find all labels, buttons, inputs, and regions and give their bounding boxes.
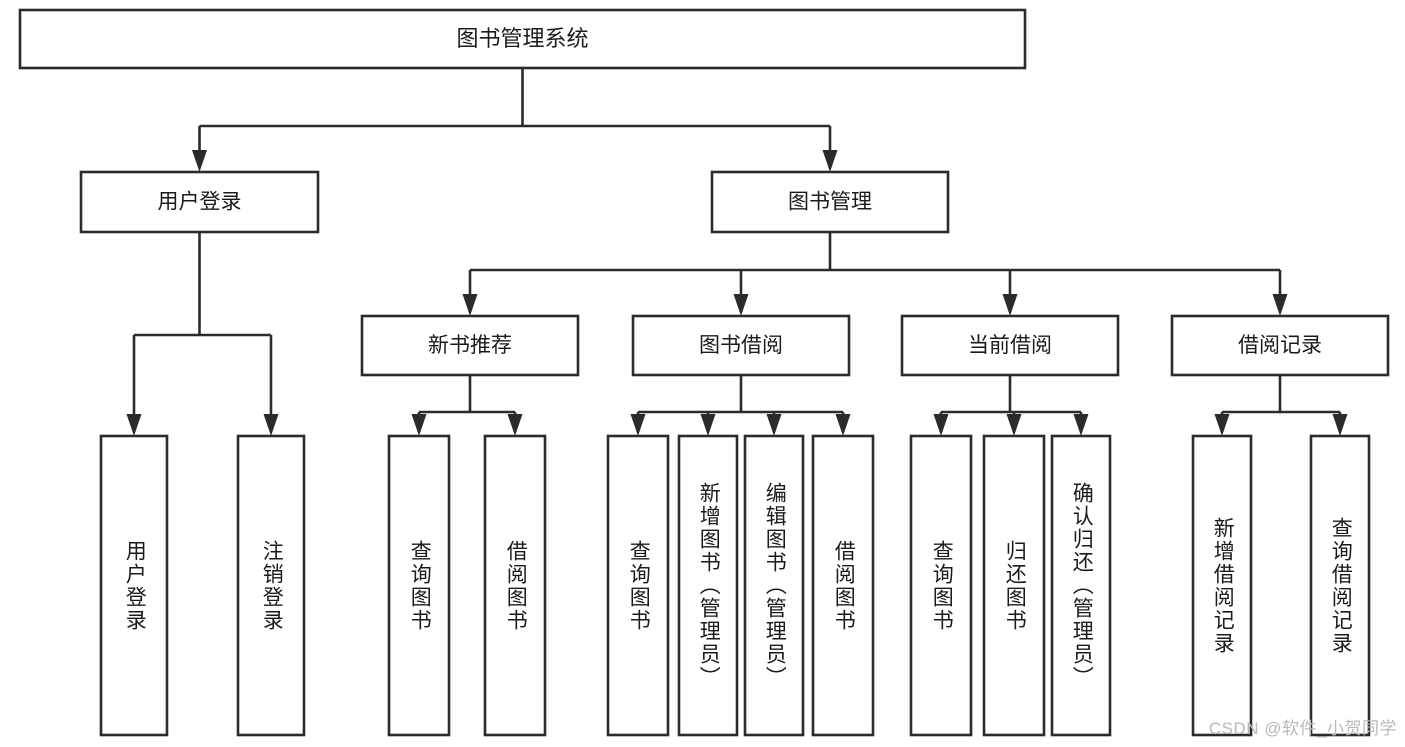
leaf-5-arrow <box>700 414 716 436</box>
node-leaf-10-box[interactable] <box>1050 434 1112 737</box>
node-level3-2-label: 当前借阅 <box>968 334 1052 357</box>
node-root-box[interactable] <box>18 8 1027 70</box>
node-leaf-11-box[interactable] <box>1191 434 1253 737</box>
connector-layer <box>126 68 1348 436</box>
node-level3-3-label: 借阅记录 <box>1238 334 1322 357</box>
leaf-0-arrow <box>126 414 142 436</box>
leaf-6-arrow <box>766 414 782 436</box>
node-leaf-7-box[interactable] <box>811 434 875 737</box>
box-layer <box>18 8 1390 737</box>
node-root-label: 图书管理系统 <box>456 26 588 51</box>
leaf-1-arrow <box>263 414 279 436</box>
node-level2-1-label: 图书管理 <box>788 191 872 214</box>
node-leaf-2-box[interactable] <box>387 434 451 737</box>
leaf-7-arrow <box>835 414 851 436</box>
leaf-8-arrow <box>933 414 949 436</box>
leaf-10-arrow <box>1073 414 1089 436</box>
node-leaf-12-box[interactable] <box>1309 434 1371 737</box>
node-leaf-5-box[interactable] <box>677 434 739 737</box>
node-level3-0-box[interactable] <box>360 314 580 377</box>
node-level3-2-box[interactable] <box>900 314 1120 377</box>
node-level3-1-box[interactable] <box>631 314 851 377</box>
leaf-2-arrow <box>411 414 427 436</box>
node-leaf-4-box[interactable] <box>606 434 670 737</box>
node-level2-0-label: 用户登录 <box>158 191 242 214</box>
node-leaf-1-box[interactable] <box>236 434 306 737</box>
node-leaf-3-box[interactable] <box>483 434 547 737</box>
leaf-9-arrow <box>1006 414 1022 436</box>
node-level2-0-box[interactable] <box>79 170 320 234</box>
node-level3-1-label: 图书借阅 <box>699 334 783 357</box>
level2-0-arrow <box>192 150 207 172</box>
node-level2-1-box[interactable] <box>710 170 950 234</box>
node-level3-0-label: 新书推荐 <box>428 334 512 357</box>
level3-3-arrow <box>1272 294 1288 316</box>
leaf-12-arrow <box>1332 414 1348 436</box>
level2-1-arrow <box>822 150 838 172</box>
level3-2-arrow <box>1002 294 1018 316</box>
node-leaf-9-box[interactable] <box>982 434 1046 737</box>
node-level3-3-box[interactable] <box>1170 314 1390 377</box>
node-leaf-8-box[interactable] <box>909 434 973 737</box>
level3-1-arrow <box>733 294 749 316</box>
leaf-4-arrow <box>630 414 646 436</box>
leaf-3-arrow <box>507 414 523 436</box>
node-leaf-0-box[interactable] <box>99 434 169 737</box>
level3-0-arrow <box>462 294 478 316</box>
leaf-11-arrow <box>1214 414 1230 436</box>
node-leaf-6-box[interactable] <box>743 434 805 737</box>
